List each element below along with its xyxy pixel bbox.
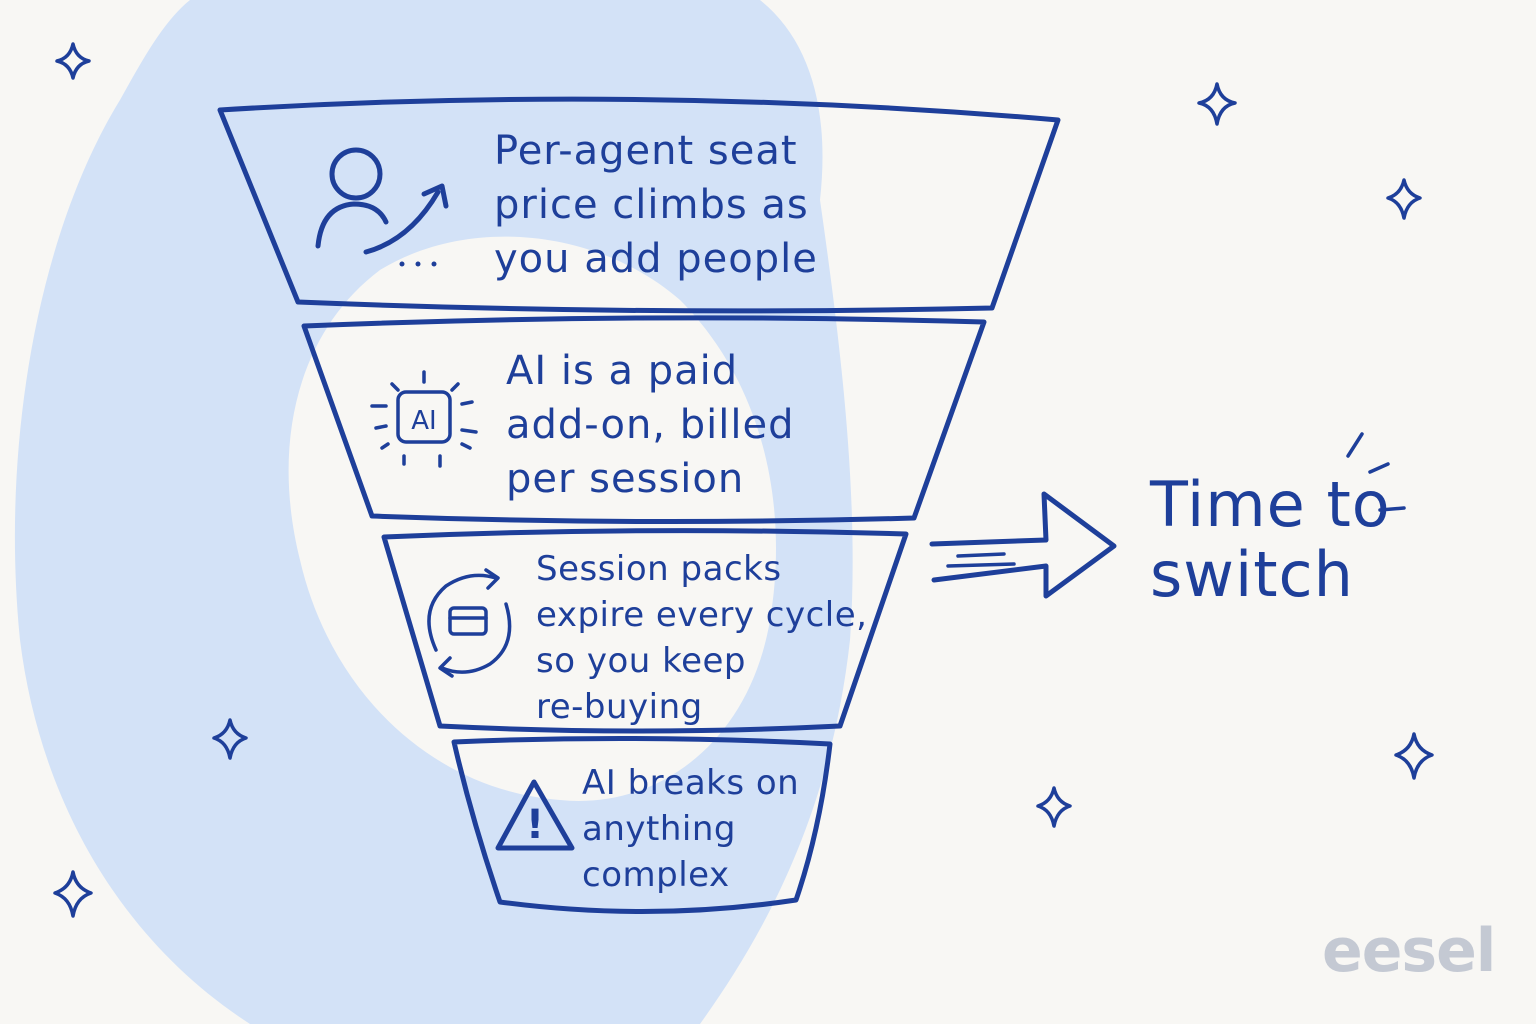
ai-chip-label: AI: [411, 406, 436, 436]
funnel-step-2-text: AI is a paid add-on, billed per session: [506, 348, 795, 502]
funnel-tier-1: [217, 96, 1061, 314]
sparkle-icon: [1386, 178, 1422, 220]
funnel-step-4-text: AI breaks on anything complex: [582, 763, 800, 895]
sparkle-icon: [1036, 786, 1072, 828]
funnel-tier-4: [451, 735, 833, 914]
arrow-right-icon: [929, 491, 1117, 599]
funnel-tier-3: [381, 528, 909, 734]
sparkle-icon: [212, 718, 248, 760]
warning-icon: !: [495, 779, 575, 851]
callout-title: Time to switch: [1150, 468, 1391, 611]
funnel-step-1-text: Per-agent seat price climbs as you add p…: [494, 128, 818, 282]
sparkle-icon: [1394, 732, 1434, 780]
warning-mark: !: [526, 802, 544, 848]
background-blob: [14, 0, 853, 1024]
brand-logo: eesel: [1322, 916, 1496, 986]
sparkle-icon: [1197, 82, 1237, 126]
funnel-step-3-text: Session packs expire every cycle, so you…: [536, 549, 868, 727]
ai-chip-icon: AI: [370, 370, 478, 468]
funnel-tier-2: [301, 315, 987, 525]
sparkle-icon: [55, 42, 91, 80]
sparkle-icon: [53, 870, 93, 918]
user-growth-icon: [315, 147, 449, 267]
emphasis-lines: [1346, 432, 1406, 512]
renew-card-icon: [427, 568, 512, 678]
